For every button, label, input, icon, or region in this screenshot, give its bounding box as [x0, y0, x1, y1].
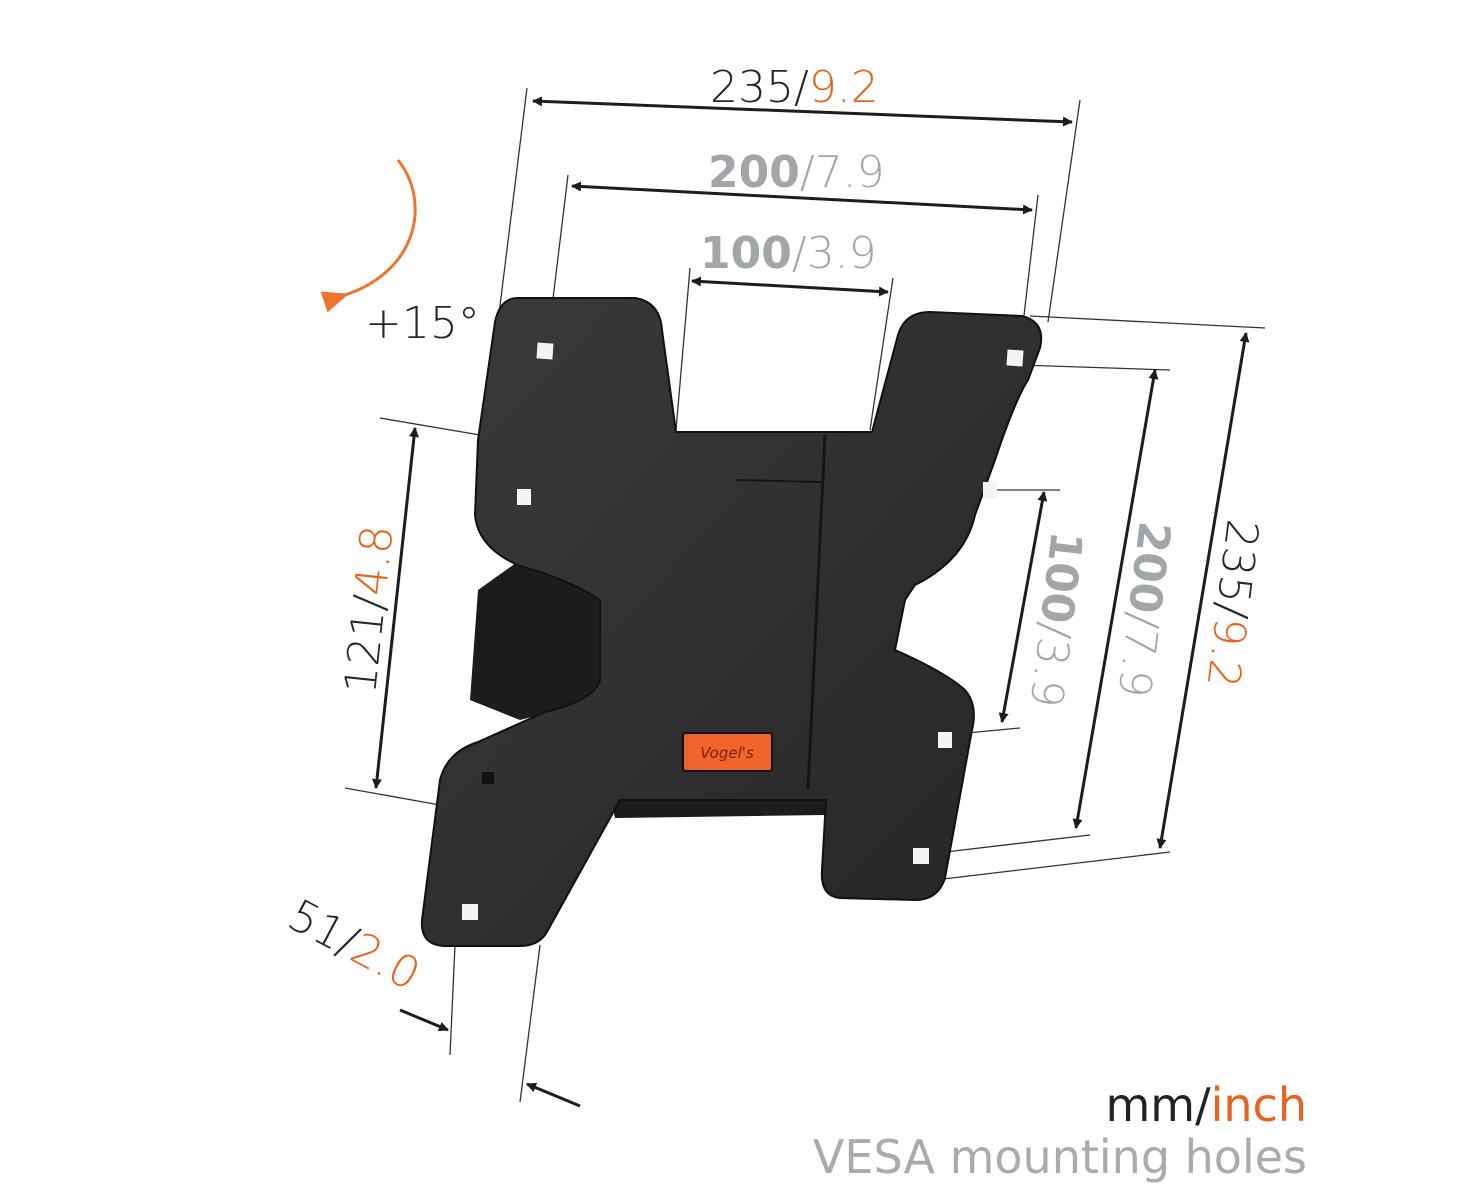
dim-top-outer-label: 235/9.2	[710, 62, 879, 113]
vesa-caption: VESA mounting holes	[812, 1130, 1307, 1184]
dim-depth-label: 51/2.0	[280, 890, 428, 1001]
dim-top-mid-label: 200/7.9	[708, 147, 885, 198]
dimension-arrows	[371, 96, 1250, 1108]
vogels-logo: Vogel's	[682, 732, 773, 772]
dim-top-inner-label: 100/3.9	[700, 228, 877, 279]
svg-text:Vogel's: Vogel's	[700, 744, 754, 762]
dim-right-inner-label: 100/3.9	[1020, 529, 1092, 711]
dim-right-outer-label: 235/9.2	[1197, 517, 1268, 691]
dim-left-height-label: 121/4.8	[335, 523, 403, 696]
dim-right-mid-label: 200/7.9	[1108, 519, 1180, 701]
units-mm: mm/	[1105, 1078, 1211, 1132]
units-legend: mm/inch	[1105, 1078, 1307, 1132]
tilt-arrow-icon	[320, 159, 417, 313]
mount-plate: Vogel's	[420, 297, 1043, 947]
vesa-holes	[462, 342, 1024, 920]
units-inch: inch	[1210, 1078, 1307, 1132]
tilt-label: +15°	[365, 298, 480, 349]
